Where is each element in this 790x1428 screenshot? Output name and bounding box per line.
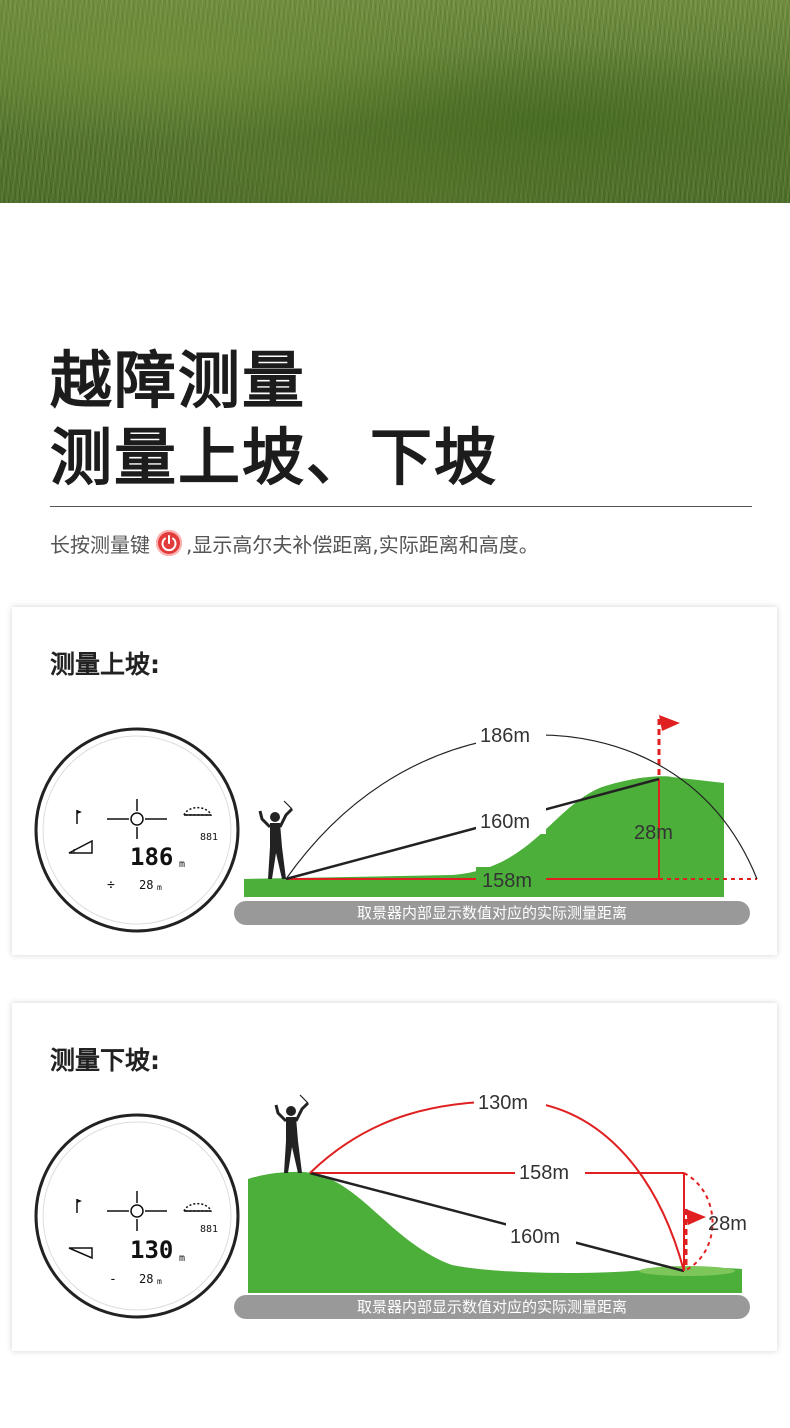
subtitle-post: ,显示高尔夫补偿距离,实际距离和高度。 — [186, 532, 539, 557]
hero-grass-image — [0, 0, 790, 203]
flag-icon — [76, 1199, 82, 1213]
downhill-caption: 取景器内部显示数值对应的实际测量距离 — [357, 1298, 627, 1316]
uphill-height-label: 28m — [634, 822, 673, 844]
downhill-arc-label: 130m — [478, 1092, 528, 1114]
lcd-main-value: 186 — [130, 843, 173, 871]
lcd-height-value: 28 — [139, 878, 153, 892]
scan-mode-icon — [182, 1202, 213, 1212]
downhill-diagram: 881 130 m - 28 m 130m — [34, 1089, 750, 1319]
lcd-main-unit: m — [179, 1253, 185, 1264]
downhill-card: 测量下坡: 881 130 — [12, 1003, 777, 1351]
uphill-arc-label: 186m — [480, 725, 530, 747]
uphill-viewfinder: 881 186 m ÷ 28 m — [34, 727, 240, 933]
crosshair-icon — [107, 799, 167, 839]
page-title-line1: 越障测量 — [50, 344, 307, 417]
uphill-caption: 取景器内部显示数值对应的实际测量距离 — [357, 904, 627, 922]
downhill-terrain — [248, 1171, 742, 1293]
golfer-icon — [258, 800, 294, 879]
uphill-card: 测量上坡: 881 — [12, 607, 777, 955]
golfer-icon — [274, 1094, 310, 1173]
uphill-line-label: 160m — [480, 811, 530, 833]
power-icon — [156, 530, 182, 556]
lcd-battery: 881 — [200, 1224, 218, 1235]
subtitle-pre: 长按测量键 — [50, 532, 150, 557]
scan-mode-icon — [182, 806, 213, 816]
lcd-sign: ÷ — [107, 878, 115, 893]
downhill-line-label: 160m — [510, 1226, 560, 1248]
lcd-sign: - — [109, 1272, 117, 1287]
downhill-viewfinder: 881 130 m - 28 m — [34, 1113, 240, 1319]
slope-icon — [68, 1247, 93, 1260]
uphill-title: 测量上坡: — [50, 650, 160, 679]
downhill-flag — [686, 1209, 706, 1225]
lcd-height-unit: m — [157, 1277, 162, 1286]
lcd-height-unit: m — [157, 883, 162, 892]
lcd-battery: 881 — [200, 832, 218, 843]
crosshair-icon — [107, 1191, 167, 1231]
uphill-horizontal-label: 158m — [482, 870, 532, 892]
slope-icon — [68, 839, 93, 854]
title-divider — [50, 506, 752, 507]
downhill-horizontal-label: 158m — [519, 1162, 569, 1184]
lcd-height-value: 28 — [139, 1272, 153, 1286]
uphill-flag — [659, 715, 680, 731]
lcd-main-unit: m — [179, 859, 185, 870]
uphill-terrain — [244, 776, 724, 897]
downhill-title: 测量下坡: — [50, 1046, 160, 1075]
subtitle: 长按测量键 ,显示高尔夫补偿距离,实际距离和高度。 — [50, 526, 539, 560]
lcd-main-value: 130 — [130, 1236, 173, 1264]
page-title-line2: 测量上坡、下坡 — [50, 421, 499, 494]
flag-icon — [76, 810, 82, 824]
downhill-height-label: 28m — [708, 1213, 747, 1235]
uphill-diagram: 881 186 m ÷ 28 m 186m 160m — [34, 715, 758, 933]
